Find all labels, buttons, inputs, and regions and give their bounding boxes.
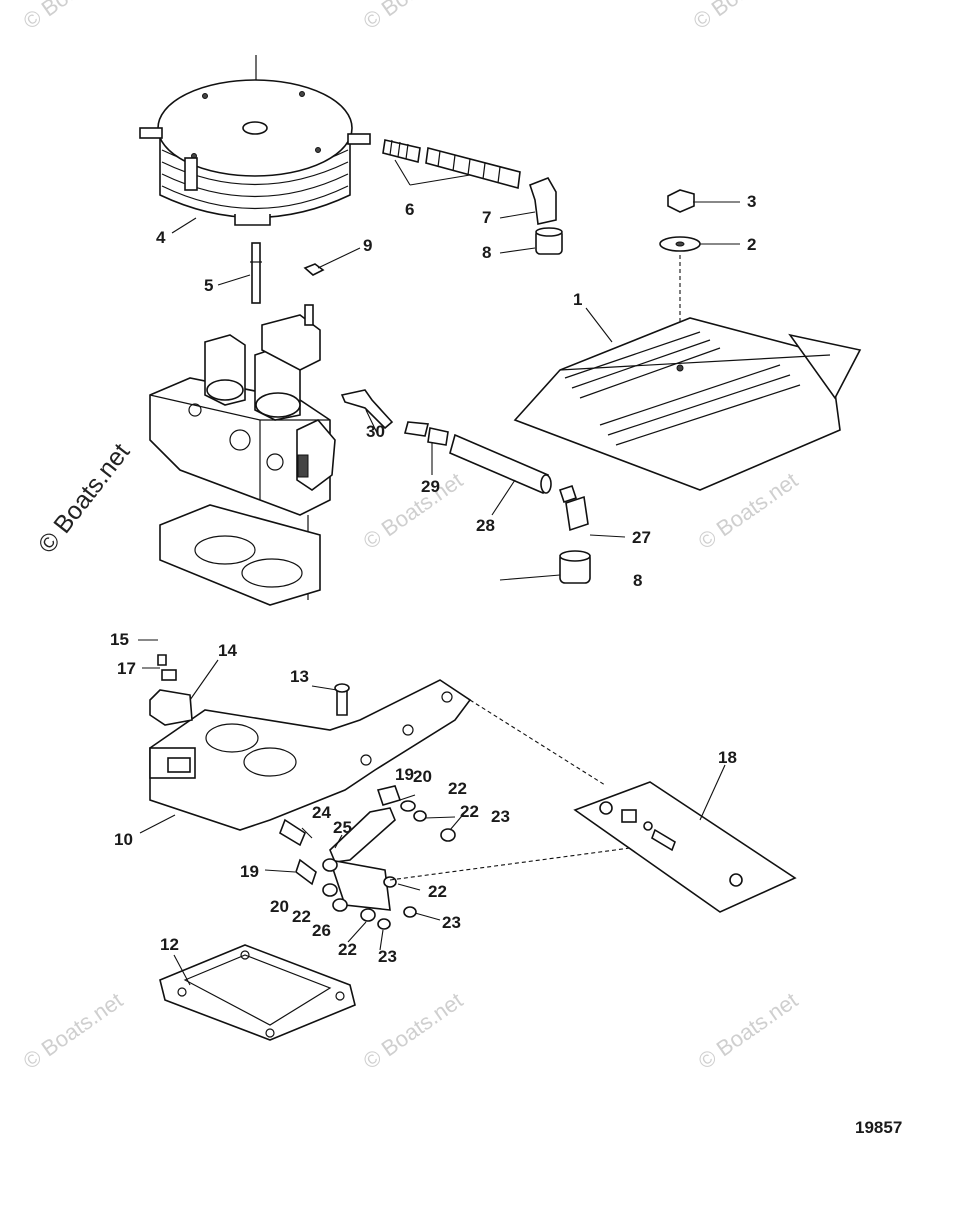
callout-22-a: 22 bbox=[448, 779, 467, 798]
watermark-side: © Boats.net bbox=[33, 438, 136, 559]
leader-lines bbox=[138, 159, 740, 986]
watermark: © Boats.net bbox=[689, 0, 798, 34]
callout-28: 28 bbox=[476, 516, 495, 535]
callout-20-lower: 20 bbox=[270, 897, 289, 916]
kit-panel-part bbox=[389, 699, 797, 913]
linkage-hardware bbox=[279, 785, 456, 930]
callout-2: 2 bbox=[747, 235, 756, 254]
callout-22-e: 22 bbox=[338, 940, 357, 959]
callout-12: 12 bbox=[160, 935, 179, 954]
callout-6: 6 bbox=[405, 200, 414, 219]
watermark: © Boats.net bbox=[359, 467, 468, 554]
cover-nut-washer bbox=[659, 189, 701, 345]
callout-17: 17 bbox=[117, 659, 136, 678]
callout-1: 1 bbox=[573, 290, 582, 309]
watermark: © Boats.net bbox=[359, 987, 468, 1074]
callout-22-d: 22 bbox=[292, 907, 311, 926]
callout-25: 25 bbox=[333, 818, 352, 837]
callout-labels: 3 2 1 4 5 6 7 8 8 9 10 12 13 14 15 17 18… bbox=[110, 192, 756, 966]
callout-23-a: 23 bbox=[491, 807, 510, 826]
figure-number: 19857 bbox=[855, 1118, 902, 1137]
callout-24: 24 bbox=[312, 803, 331, 822]
callout-8-lower: 8 bbox=[633, 571, 642, 590]
callout-10: 10 bbox=[114, 830, 133, 849]
engine-cover-part bbox=[513, 317, 862, 491]
callout-19-upper: 19 bbox=[395, 765, 414, 784]
callout-27: 27 bbox=[632, 528, 651, 547]
lower-gasket bbox=[159, 944, 356, 1041]
watermark: © Boats.net bbox=[19, 987, 128, 1074]
callout-15: 15 bbox=[110, 630, 129, 649]
flame-arrestor-part bbox=[139, 55, 371, 226]
adapter-plate-assembly bbox=[149, 654, 472, 831]
callout-5: 5 bbox=[204, 276, 213, 295]
callout-7: 7 bbox=[482, 208, 491, 227]
stud-part bbox=[250, 242, 325, 304]
callout-20-upper: 20 bbox=[413, 767, 432, 786]
watermark: © Boats.net bbox=[359, 0, 468, 34]
throttle-body-assembly bbox=[149, 304, 336, 600]
callout-22-c: 22 bbox=[428, 882, 447, 901]
watermark: © Boats.net bbox=[19, 0, 128, 34]
callout-29: 29 bbox=[421, 477, 440, 496]
callout-30: 30 bbox=[366, 422, 385, 441]
upper-gasket bbox=[159, 504, 321, 606]
callout-22-b: 22 bbox=[460, 802, 479, 821]
callout-23-b: 23 bbox=[442, 913, 461, 932]
callout-23-c: 23 bbox=[378, 947, 397, 966]
callout-9: 9 bbox=[363, 236, 372, 255]
fuel-line-parts bbox=[340, 389, 591, 584]
callout-26: 26 bbox=[312, 921, 331, 940]
callout-13: 13 bbox=[290, 667, 309, 686]
vent-hose-part bbox=[382, 139, 563, 255]
callout-3: 3 bbox=[747, 192, 756, 211]
callout-8-upper: 8 bbox=[482, 243, 491, 262]
callout-19-lower: 19 bbox=[240, 862, 259, 881]
callout-14: 14 bbox=[218, 641, 237, 660]
callout-18: 18 bbox=[718, 748, 737, 767]
callout-4: 4 bbox=[156, 228, 166, 247]
watermark: © Boats.net bbox=[694, 987, 803, 1074]
